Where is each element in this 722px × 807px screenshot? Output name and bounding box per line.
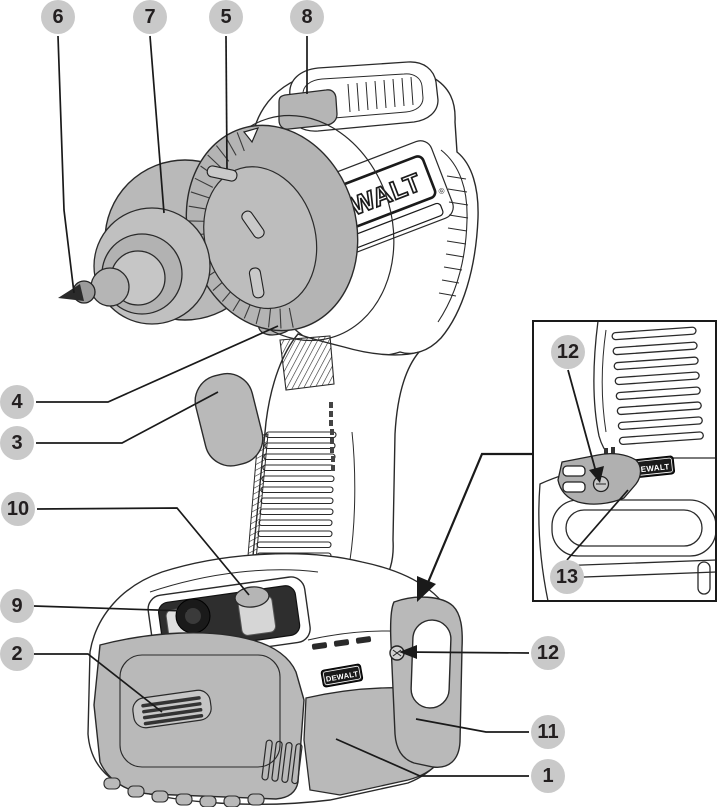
inset-handle-vents (611, 326, 704, 446)
leader-line-3 (36, 391, 219, 444)
leader-line-7 (149, 35, 165, 214)
foot-brand-badge: DEWALT (320, 663, 364, 688)
leader-line-12 (403, 651, 530, 654)
inset-arrowhead-12 (589, 466, 604, 483)
inset-leader-13 (566, 489, 629, 561)
trigger-switch (194, 372, 264, 467)
callout-1: 1 (531, 759, 565, 793)
arrowhead-12 (399, 645, 417, 659)
callout-7: 7 (133, 0, 167, 34)
torque-windows (206, 165, 265, 299)
inset-tiny-marks (604, 447, 615, 455)
foot-slots (311, 636, 372, 650)
inset-belt-loop (551, 499, 716, 557)
belt-hook (389, 596, 463, 768)
leader-line-10 (36, 507, 250, 596)
chuck-nose (90, 267, 130, 307)
callout-3: 3 (0, 426, 34, 460)
leader-line-4 (36, 325, 279, 403)
handle-top-vent (279, 335, 335, 391)
callout-8: 8 (290, 0, 324, 34)
handle-side-line (349, 431, 356, 561)
callout-11: 11 (531, 715, 565, 749)
callout-4: 4 (0, 385, 34, 419)
callout-9: 9 (0, 589, 34, 623)
registered-mark: ® (437, 186, 446, 197)
handle-micro-label (329, 402, 335, 471)
inset-box (532, 320, 717, 602)
motor-endcap-line (437, 149, 468, 323)
handle (247, 333, 421, 592)
callout-12-inset: 12 (551, 335, 585, 369)
gear-selector (278, 89, 338, 130)
bit-tip (58, 284, 84, 301)
collar-index-marker (242, 127, 260, 144)
callout-5: 5 (209, 0, 243, 34)
leader-line-9 (33, 605, 188, 612)
leader-line-2 (34, 653, 163, 713)
chuck-front (58, 207, 211, 325)
rail-hatch (347, 76, 414, 113)
inset-pointer-arrow (417, 452, 533, 602)
callout-6: 6 (41, 0, 75, 34)
motor-vents (438, 175, 469, 297)
worklight-button (234, 586, 270, 608)
callout-10: 10 (1, 492, 35, 526)
inset-badge-text: DEWALT (634, 462, 670, 475)
torque-collar (185, 124, 359, 332)
battery-vent-ribs (261, 739, 303, 785)
callout-12-main: 12 (531, 636, 565, 670)
leader-line-11 (415, 718, 529, 733)
inset-content: DEWALT (538, 321, 716, 601)
top-rail (278, 61, 439, 132)
leader-line-5 (225, 35, 228, 170)
callout-2: 2 (0, 637, 34, 671)
callout-13: 13 (550, 560, 584, 594)
inset-leader-12 (567, 369, 597, 473)
leader-line-6 (57, 35, 75, 294)
battery-pack (93, 632, 305, 807)
leader-lines (33, 35, 530, 777)
battery-bumpers (103, 777, 265, 807)
leader-line-1 (335, 738, 529, 777)
